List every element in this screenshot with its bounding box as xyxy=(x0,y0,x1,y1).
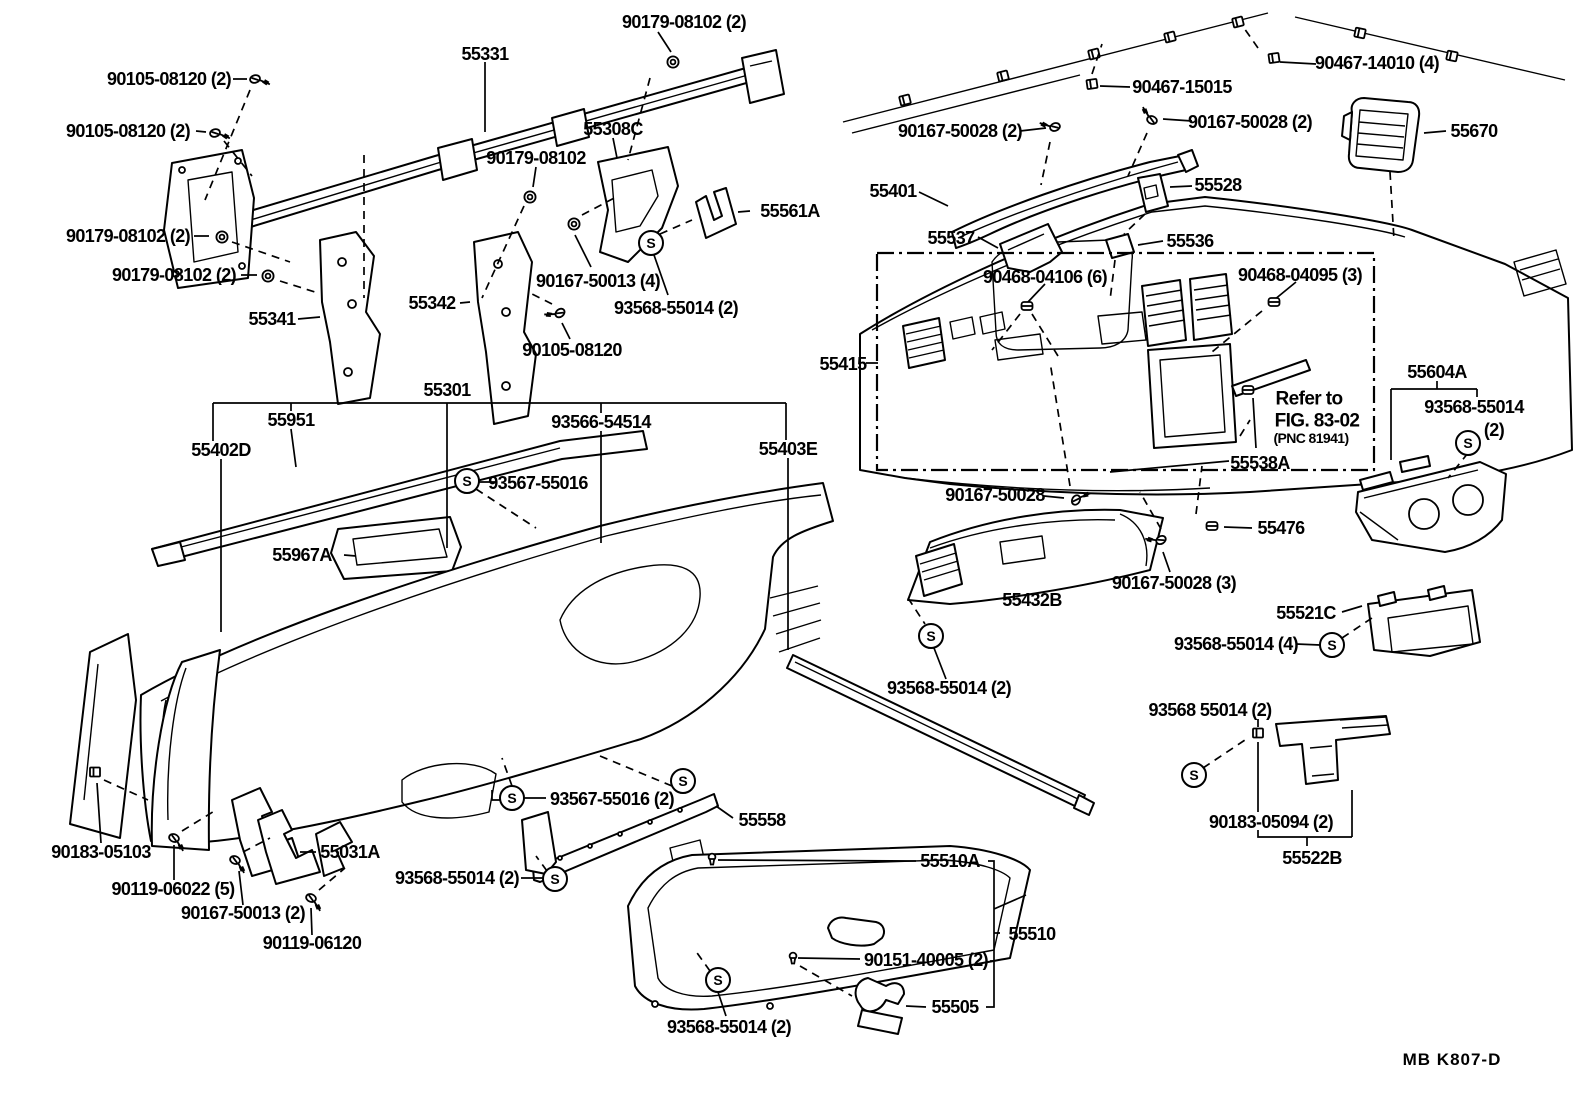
part-label-55403E: 55403E xyxy=(758,439,818,459)
part-label-90167-50028-2-b: 90167-50028 (2) xyxy=(1187,112,1313,132)
defroster-garnish xyxy=(152,431,647,579)
standard-part-symbol: S xyxy=(638,230,664,256)
side-molding xyxy=(787,655,1094,815)
part-label-93567-55016: 93567-55016 xyxy=(488,473,588,493)
standard-part-symbol: S xyxy=(705,967,731,993)
part-label-55528: 55528 xyxy=(1194,175,1242,195)
part-label-fig-83-02: FIG. 83-02 xyxy=(1274,410,1360,432)
part-label-55670: 55670 xyxy=(1450,121,1498,141)
stay-55342 xyxy=(474,232,536,424)
reinforcement-assembly xyxy=(164,50,784,424)
glove-door-handle xyxy=(828,917,884,945)
part-label-55331: 55331 xyxy=(461,44,509,64)
part-label-90467-15015: 90467-15015 xyxy=(1132,77,1232,97)
part-label-90167-50028-2-a: 90167-50028 (2) xyxy=(897,121,1023,141)
part-label-55401: 55401 xyxy=(869,181,917,201)
part-label-55505: 55505 xyxy=(931,997,979,1017)
part-label-55604A: 55604A xyxy=(1407,362,1467,382)
part-label-90105-08120-plain: 90105-08120 xyxy=(522,340,622,360)
instrument-pad xyxy=(70,483,833,884)
part-label-55510: 55510 xyxy=(1008,924,1056,944)
reinforcement-55558 xyxy=(522,794,718,882)
part-label-pnc-81941: (PNC 81941) xyxy=(1273,430,1349,446)
part-label-90167-50013-2: 90167-50013 (2) xyxy=(180,903,306,923)
part-label-55301: 55301 xyxy=(423,380,471,400)
standard-part-symbol: S xyxy=(1455,430,1481,456)
part-label-55537: 55537 xyxy=(927,228,975,248)
leader-lines xyxy=(97,32,1477,1016)
part-label-55415: 55415 xyxy=(819,354,867,374)
part-label-90468-04095-3: 90468-04095 (3) xyxy=(1237,265,1363,285)
part-label-55031A: 55031A xyxy=(320,842,380,862)
standard-part-symbol: S xyxy=(454,468,480,494)
part-label-90468-04106-6: 90468-04106 (6) xyxy=(982,267,1108,287)
part-label-55538A: 55538A xyxy=(1230,453,1290,473)
part-label-93568-55014-2-e: 93568-55014 (2) xyxy=(886,678,1012,698)
part-label-55521C: 55521C xyxy=(1276,603,1336,623)
box-55521c xyxy=(1368,586,1480,656)
standard-part-symbol: S xyxy=(542,866,568,892)
part-label-90167-50013-4: 90167-50013 (4) xyxy=(535,271,661,291)
part-label-93568-55014-d2: (2) xyxy=(1483,420,1505,440)
construction-dashes xyxy=(104,28,1468,996)
part-label-90179-08102-2-c: 90179-08102 (2) xyxy=(111,265,237,285)
part-label-55522B: 55522B xyxy=(1282,848,1342,868)
clip-55561a xyxy=(696,188,736,238)
footer-code: MB K807-D xyxy=(1402,1050,1502,1069)
part-label-93568-55014-2-f: 93568 55014 (2) xyxy=(1148,700,1272,720)
check-arm-55505 xyxy=(856,978,904,1011)
part-label-90179-08102-2-a: 90179-08102 (2) xyxy=(621,12,747,32)
bracket-55522b xyxy=(1276,716,1390,784)
standard-part-symbol: S xyxy=(670,768,696,794)
part-label-55308C: 55308C xyxy=(583,119,643,139)
part-label-90167-50028-plain: 90167-50028 xyxy=(945,485,1045,505)
part-55528 xyxy=(1138,174,1168,212)
lower-panel-55432b xyxy=(908,510,1163,604)
part-label-93568-55014-2-b: 93568-55014 (2) xyxy=(394,868,520,888)
part-label-55476: 55476 xyxy=(1257,518,1305,538)
part-label-93568-55014-2-c: 93568-55014 (2) xyxy=(666,1017,792,1037)
part-label-55342: 55342 xyxy=(408,293,456,313)
part-label-refer-to: Refer to xyxy=(1275,388,1344,410)
part-label-55510A: 55510A xyxy=(920,851,980,871)
part-label-55558: 55558 xyxy=(738,810,786,830)
part-label-55951: 55951 xyxy=(267,410,315,430)
cluster-finish-box xyxy=(877,253,1374,470)
part-label-55967A: 55967A xyxy=(272,545,332,565)
part-label-93568-55014-2-a: 93568-55014 (2) xyxy=(613,298,739,318)
part-label-90105-08120-2-a: 90105-08120 (2) xyxy=(106,69,232,89)
part-label-55402D: 55402D xyxy=(191,440,251,460)
part-label-55561A: 55561A xyxy=(760,201,820,221)
tray-55604a xyxy=(1356,456,1506,552)
part-label-90179-08102-2-b: 90179-08102 (2) xyxy=(65,226,191,246)
part-label-90105-08120-2-b: 90105-08120 (2) xyxy=(65,121,191,141)
part-label-90167-50028-3: 90167-50028 (3) xyxy=(1111,573,1237,593)
part-label-93567-55016-2: 93567-55016 (2) xyxy=(549,789,675,809)
bracket-55537 xyxy=(1000,224,1062,272)
part-label-93566-54514: 93566-54514 xyxy=(551,412,651,432)
part-label-55432B: 55432B xyxy=(1002,590,1062,610)
part-label-90119-06120: 90119-06120 xyxy=(262,933,362,953)
standard-part-symbol: S xyxy=(499,785,525,811)
glove-box-door xyxy=(628,846,1030,1034)
part-label-93568-55014-4: 93568-55014 (4) xyxy=(1173,634,1299,654)
standard-part-symbol: S xyxy=(1181,762,1207,788)
part-label-55341: 55341 xyxy=(248,309,296,329)
part-label-90119-06022-5: 90119-06022 (5) xyxy=(111,879,235,899)
standard-part-symbol: S xyxy=(918,623,944,649)
standard-part-symbol: S xyxy=(1319,632,1345,658)
part-label-55536: 55536 xyxy=(1166,231,1214,251)
part-label-90179-08102-plain: 90179-08102 xyxy=(486,148,586,168)
part-label-90151-40005-2: 90151-40005 (2) xyxy=(863,950,989,970)
part-label-90183-05094-2: 90183-05094 (2) xyxy=(1208,812,1334,832)
part-label-93568-55014-d: 93568-55014 xyxy=(1424,397,1524,417)
part-label-90183-05103: 90183-05103 xyxy=(51,842,151,862)
bracket-55031a xyxy=(258,810,320,884)
cowl-clip-strip xyxy=(843,13,1565,133)
part-label-90467-14010-4: 90467-14010 (4) xyxy=(1314,53,1440,73)
stay-55341 xyxy=(320,232,380,404)
